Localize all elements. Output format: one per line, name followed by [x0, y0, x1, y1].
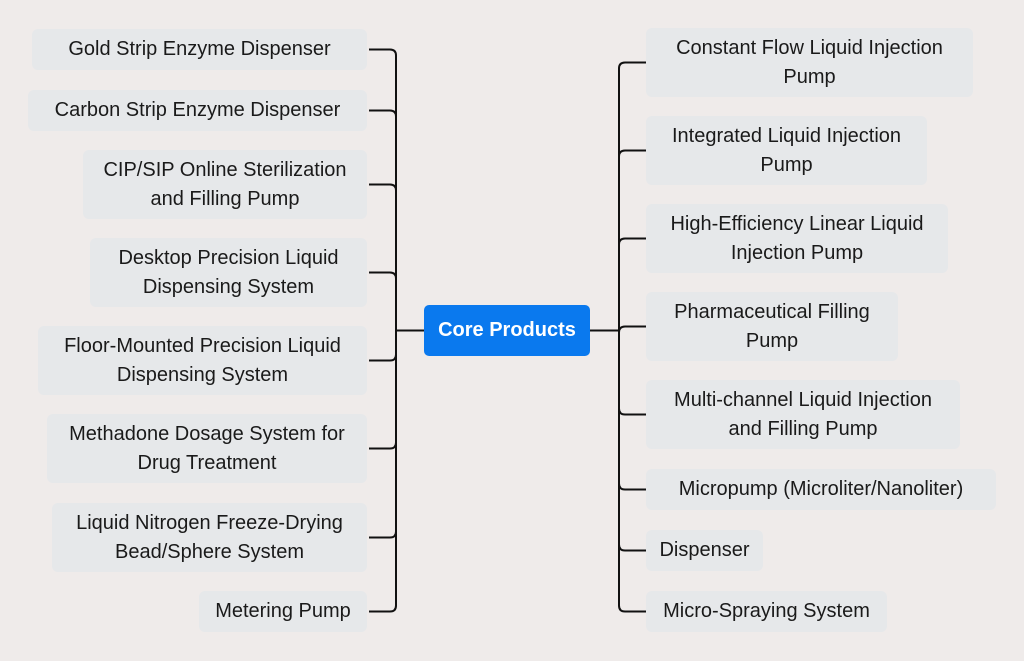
left-branch-connector [369, 109, 397, 117]
right-branch-node[interactable]: Dispenser [646, 530, 763, 571]
right-branch-node[interactable]: Multi-channel Liquid Injection and Filli… [646, 380, 960, 449]
root-node-core-products[interactable]: Core Products [424, 305, 590, 356]
right-branch-connector [618, 605, 646, 613]
right-branch-connector [618, 325, 646, 333]
right-branch-connector [618, 149, 646, 157]
right-branch-connector [618, 408, 646, 416]
left-branch-connector [369, 354, 397, 362]
left-branch-node[interactable]: Metering Pump [199, 591, 367, 632]
right-branch-node[interactable]: High-Efficiency Linear Liquid Injection … [646, 204, 948, 273]
left-branch-node[interactable]: Methadone Dosage System for Drug Treatme… [47, 414, 367, 483]
left-branch-connector [369, 442, 397, 450]
left-branch-node[interactable]: CIP/SIP Online Sterilization and Filling… [83, 150, 367, 219]
right-branch-node[interactable]: Pharmaceutical Filling Pump [646, 292, 898, 361]
right-branch-connector [618, 483, 646, 491]
left-branch-connector [369, 605, 397, 613]
left-branch-node[interactable]: Carbon Strip Enzyme Dispenser [28, 90, 367, 131]
left-branch-node[interactable]: Liquid Nitrogen Freeze-Drying Bead/Spher… [52, 503, 367, 572]
right-branch-node[interactable]: Micro-Spraying System [646, 591, 887, 632]
right-branch-node[interactable]: Constant Flow Liquid Injection Pump [646, 28, 973, 97]
left-branch-node[interactable]: Desktop Precision Liquid Dispensing Syst… [90, 238, 367, 307]
right-branch-node[interactable]: Integrated Liquid Injection Pump [646, 116, 927, 185]
left-branch-node[interactable]: Gold Strip Enzyme Dispenser [32, 29, 367, 70]
left-branch-connector [369, 48, 397, 56]
left-branch-connector [369, 271, 397, 279]
right-branch-connector [618, 544, 646, 552]
right-branch-connector [618, 61, 646, 69]
right-branch-connector [618, 237, 646, 245]
left-branch-node[interactable]: Floor-Mounted Precision Liquid Dispensin… [38, 326, 367, 395]
right-branch-node[interactable]: Micropump (Microliter/Nanoliter) [646, 469, 996, 510]
left-branch-connector [369, 531, 397, 539]
left-branch-connector [369, 183, 397, 191]
